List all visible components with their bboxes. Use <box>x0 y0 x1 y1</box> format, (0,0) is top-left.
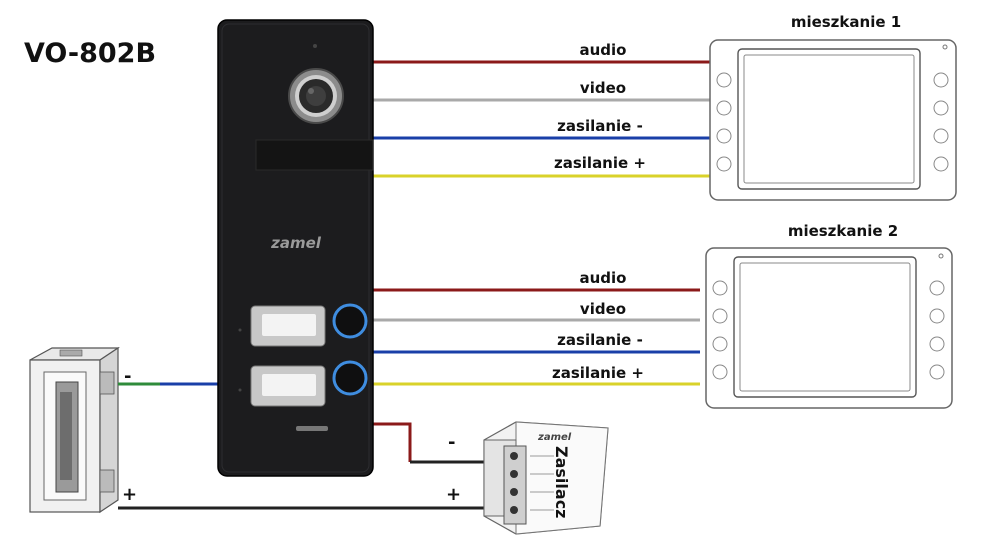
apartment-2-title: mieszkanie 2 <box>788 222 898 240</box>
psu-minus-label: - <box>448 432 455 453</box>
monitor-1-eye-icon <box>933 156 949 172</box>
psu-minus-wire <box>373 422 412 462</box>
door-panel: zamel <box>217 19 374 477</box>
monitor-1-unlock-icon <box>716 100 732 116</box>
camera-lens <box>288 68 344 124</box>
model-title: VO-802B <box>24 38 156 69</box>
speaker-grille <box>296 426 328 431</box>
ring-button-1[interactable] <box>332 303 368 339</box>
monitor-1-volume-icon <box>716 156 732 172</box>
monitor-2-eye-icon <box>929 364 945 380</box>
monitor-1-key-icon <box>933 100 949 116</box>
ring-button-2[interactable] <box>332 360 368 396</box>
monitor-2-intercom-icon <box>929 336 945 352</box>
monitor-2-menu-icon <box>712 336 728 352</box>
call-button-2[interactable] <box>250 365 326 407</box>
wire-label-video-2: video <box>580 300 626 318</box>
wire-label-power-minus-1: zasilanie - <box>557 117 643 135</box>
monitor-1-answer-icon <box>716 72 732 88</box>
monitor-2-phone-icon <box>929 280 945 296</box>
monitor-1 <box>709 39 957 201</box>
wire-label-audio-2: audio <box>580 269 627 287</box>
wire-label-power-minus-2: zasilanie - <box>557 331 643 349</box>
psu-brand-logo: zamel <box>537 432 572 443</box>
lock-minus-label: - <box>124 366 131 387</box>
monitor-1-menu-icon <box>716 128 732 144</box>
monitor-2-answer-icon <box>712 280 728 296</box>
psu-plus-label: + <box>446 484 461 505</box>
wire-label-power-plus-1: zasilanie + <box>554 154 646 172</box>
power-supply: zamel Zasilacz <box>483 421 609 535</box>
monitor-2-volume-icon <box>712 364 728 380</box>
apartment-1-wires: audio video zasilanie - zasilanie + <box>373 41 710 178</box>
wire-label-video-1: video <box>580 79 626 97</box>
monitor-1-intercom-icon <box>933 128 949 144</box>
wire-label-power-plus-2: zasilanie + <box>552 364 644 382</box>
apartment-2-wires: audio video zasilanie - zasilanie + <box>373 269 700 386</box>
door-lock <box>29 346 120 514</box>
monitor-2 <box>705 247 953 409</box>
psu-label: Zasilacz <box>552 446 571 518</box>
apartment-1-title: mieszkanie 1 <box>791 13 901 31</box>
call-button-1[interactable] <box>250 305 326 347</box>
wire-label-audio-1: audio <box>580 41 627 59</box>
monitor-2-key-icon <box>929 308 945 324</box>
monitor-1-phone-icon <box>933 72 949 88</box>
lock-plus-label: + <box>122 484 137 505</box>
monitor-2-unlock-icon <box>712 308 728 324</box>
panel-brand-logo: zamel <box>270 234 322 252</box>
